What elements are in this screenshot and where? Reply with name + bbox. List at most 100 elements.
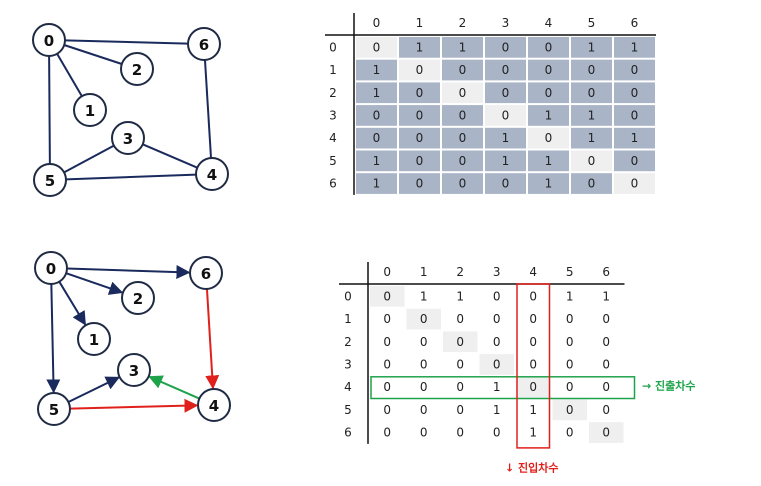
node-label: 0 [46, 260, 56, 278]
matrix-cell: 0 [373, 40, 381, 54]
matrix-cell-bg [399, 105, 440, 126]
node-1: 1 [73, 93, 107, 127]
matrix-cell-bg [528, 150, 569, 172]
matrix-cell-bg [614, 127, 655, 149]
matrix-cell: 0 [602, 380, 610, 394]
matrix-cell: 0 [459, 177, 467, 191]
matrix-cell: 0 [545, 86, 553, 100]
matrix-cell: 1 [420, 289, 428, 303]
matrix-cell: 0 [383, 289, 391, 303]
matrix-cell: 0 [373, 131, 381, 145]
node-label: 1 [85, 102, 95, 120]
matrix-cell: 0 [420, 357, 428, 371]
matrix-cell: 1 [588, 131, 596, 145]
matrix-cell: 1 [373, 154, 381, 168]
node-circle [120, 52, 154, 86]
matrix-cell: 1 [545, 177, 553, 191]
matrix-cell-bg [614, 59, 655, 81]
matrix-cell-bg [399, 59, 440, 81]
matrix-cell: 0 [631, 63, 639, 77]
row-header: 0 [329, 40, 337, 54]
matrix-cell: 1 [373, 86, 381, 100]
matrix-cell-bg [356, 82, 397, 104]
edge-0-2 [63, 44, 123, 65]
node-label: 5 [45, 172, 55, 190]
matrix-cell: 1 [529, 426, 537, 440]
node-circle [187, 27, 221, 61]
row-header: 3 [329, 108, 337, 122]
matrix-cell: 1 [631, 131, 639, 145]
matrix-cell: 1 [373, 63, 381, 77]
matrix-cell-bg [528, 59, 569, 81]
matrix-cell-bg [442, 37, 483, 58]
edge-0-6 [66, 265, 191, 280]
matrix-cell: 1 [502, 154, 510, 168]
matrix-cell-bg [528, 37, 569, 58]
matrix-cell: 0 [416, 131, 424, 145]
matrix-cell-bg [399, 37, 440, 58]
matrix-cell-bg [528, 105, 569, 126]
matrix-cell: 0 [566, 335, 574, 349]
matrix-cell: 0 [416, 154, 424, 168]
col-header: 6 [602, 265, 610, 279]
matrix-cell: 0 [383, 380, 391, 394]
matrix-cell: 0 [456, 357, 464, 371]
node-circle [195, 157, 229, 191]
matrix-cell: 0 [416, 108, 424, 122]
node-label: 4 [209, 397, 219, 415]
matrix-cell: 1 [631, 40, 639, 54]
row-header: 6 [344, 426, 352, 440]
matrix-cell: 0 [493, 426, 501, 440]
matrix-cell-bg [485, 127, 526, 149]
matrix-cell: 0 [420, 426, 428, 440]
edge-5-3 [67, 376, 120, 403]
matrix-cell-bg [528, 82, 569, 104]
node-0: 0 [32, 23, 66, 57]
node-circle [34, 251, 68, 285]
matrix-cell: 0 [502, 63, 510, 77]
matrix-cell: 1 [588, 40, 596, 54]
node-label: 6 [199, 36, 209, 54]
node-6: 6 [187, 27, 221, 61]
matrix-cell: 0 [493, 335, 501, 349]
matrix-cell: 0 [631, 86, 639, 100]
matrix-cell-bg [571, 150, 612, 172]
matrix-cell-bg [442, 59, 483, 81]
matrix-cell: 0 [383, 312, 391, 326]
col-header: 1 [416, 16, 424, 30]
matrix-cell: 1 [566, 289, 574, 303]
col-header: 2 [456, 265, 464, 279]
node-label: 2 [133, 290, 143, 308]
matrix-cell: 0 [502, 177, 510, 191]
matrix-cell: 0 [631, 177, 639, 191]
edge-0-1 [56, 53, 83, 97]
matrix-cell: 0 [493, 289, 501, 303]
matrix-cell: 0 [588, 177, 596, 191]
row-header: 3 [344, 357, 352, 371]
matrix-cell-bg [614, 37, 655, 58]
row-header: 4 [344, 380, 352, 394]
node-4: 4 [195, 157, 229, 191]
matrix-cell-bg [370, 286, 405, 307]
col-header: 4 [529, 265, 537, 279]
node-label: 6 [201, 265, 211, 283]
node-0: 0 [34, 251, 68, 285]
col-header: 1 [420, 265, 428, 279]
col-header: 0 [383, 265, 391, 279]
matrix-cell-bg [571, 173, 612, 194]
col-header: 0 [373, 16, 381, 30]
matrix-cell-bg [571, 37, 612, 58]
matrix-cell: 0 [602, 426, 610, 440]
node-2: 2 [120, 52, 154, 86]
matrix-cell: 0 [602, 403, 610, 417]
matrix-cell: 0 [420, 312, 428, 326]
node-circle [189, 256, 223, 290]
matrix-cell-bg [485, 173, 526, 194]
matrix-cell: 0 [631, 108, 639, 122]
matrix-cell: 0 [588, 154, 596, 168]
matrix-cell: 1 [602, 289, 610, 303]
matrix-cell-bg [589, 422, 624, 443]
